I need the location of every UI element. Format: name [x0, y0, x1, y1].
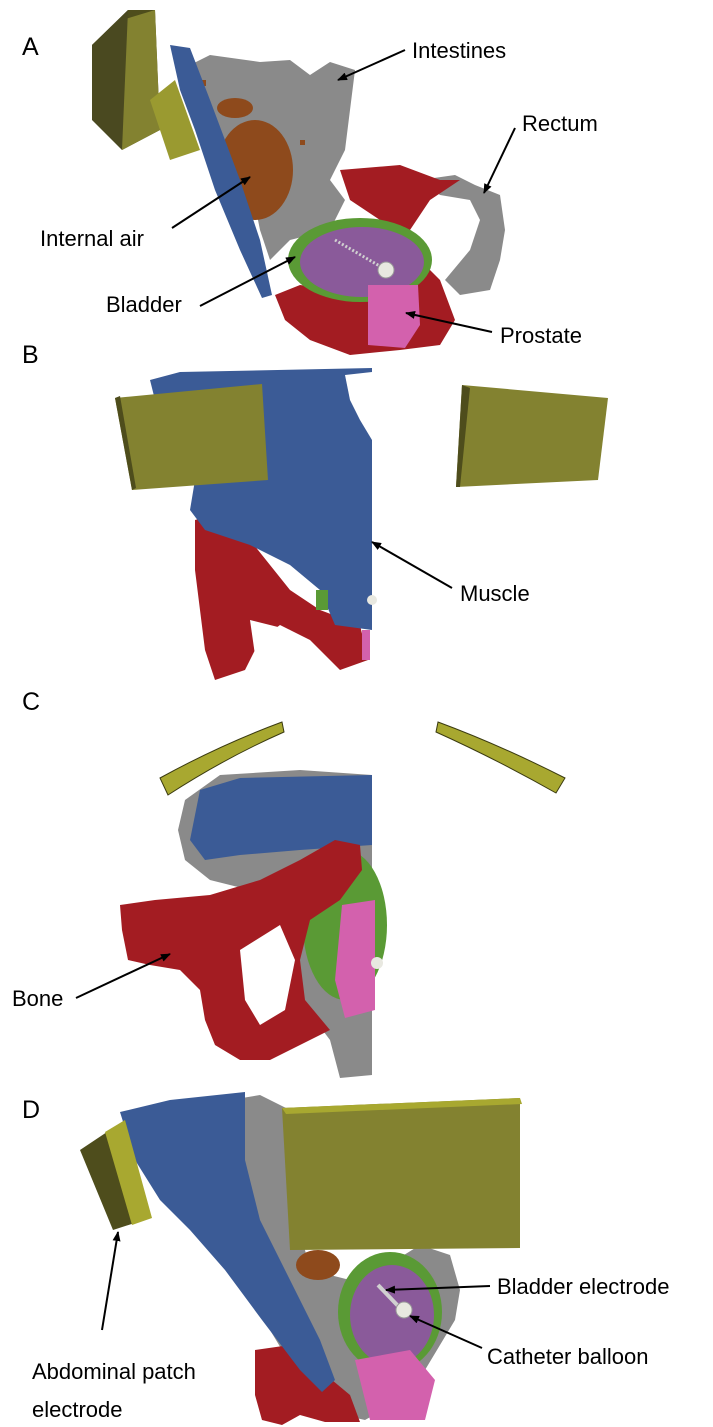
panel-b-bladder-edge: [316, 590, 328, 610]
panel-b-prostate-edge: [362, 630, 370, 660]
panel-d-patch-electrode-large: [282, 1098, 522, 1250]
arrow-abdominal-patch: [102, 1232, 118, 1330]
panel-c: C Bone: [12, 688, 565, 1078]
arrow-muscle: [372, 542, 452, 588]
panel-c-letter: C: [22, 688, 40, 716]
label-catheter-balloon: Catheter balloon: [487, 1344, 648, 1369]
label-muscle: Muscle: [460, 581, 530, 606]
label-bladder-electrode: Bladder electrode: [497, 1274, 669, 1299]
label-bladder: Bladder: [106, 292, 182, 317]
label-abdominal-patch-line2: electrode: [32, 1397, 123, 1422]
label-bone: Bone: [12, 986, 63, 1011]
panel-c-balloon: [371, 957, 383, 969]
panel-c-prostate: [335, 900, 375, 1018]
arrow-bone: [76, 954, 170, 998]
panel-c-patch-electrode-right: [436, 722, 565, 793]
panel-b-patch-electrode-right: [456, 385, 608, 487]
label-rectum: Rectum: [522, 111, 598, 136]
arrow-intestines: [338, 50, 405, 80]
panel-b-patch-electrode-left: [115, 384, 268, 490]
label-intestines: Intestines: [412, 38, 506, 63]
arrow-rectum: [484, 128, 515, 193]
label-abdominal-patch-line1: Abdominal patch: [32, 1359, 196, 1384]
panel-a: A: [22, 10, 598, 355]
panel-a-letter: A: [22, 33, 39, 61]
panel-b: B Muscle: [22, 341, 608, 680]
label-internal-air: Internal air: [40, 226, 144, 251]
label-prostate: Prostate: [500, 323, 582, 348]
panel-d-letter: D: [22, 1096, 40, 1124]
panel-d-catheter-balloon: [396, 1302, 412, 1318]
panel-b-balloon: [367, 595, 377, 605]
panel-d: D Abdominal patch electrode Bladder elec…: [22, 1092, 669, 1425]
panel-d-internal-air: [296, 1250, 340, 1280]
panel-b-letter: B: [22, 341, 39, 369]
panel-a-catheter-balloon: [378, 262, 394, 278]
